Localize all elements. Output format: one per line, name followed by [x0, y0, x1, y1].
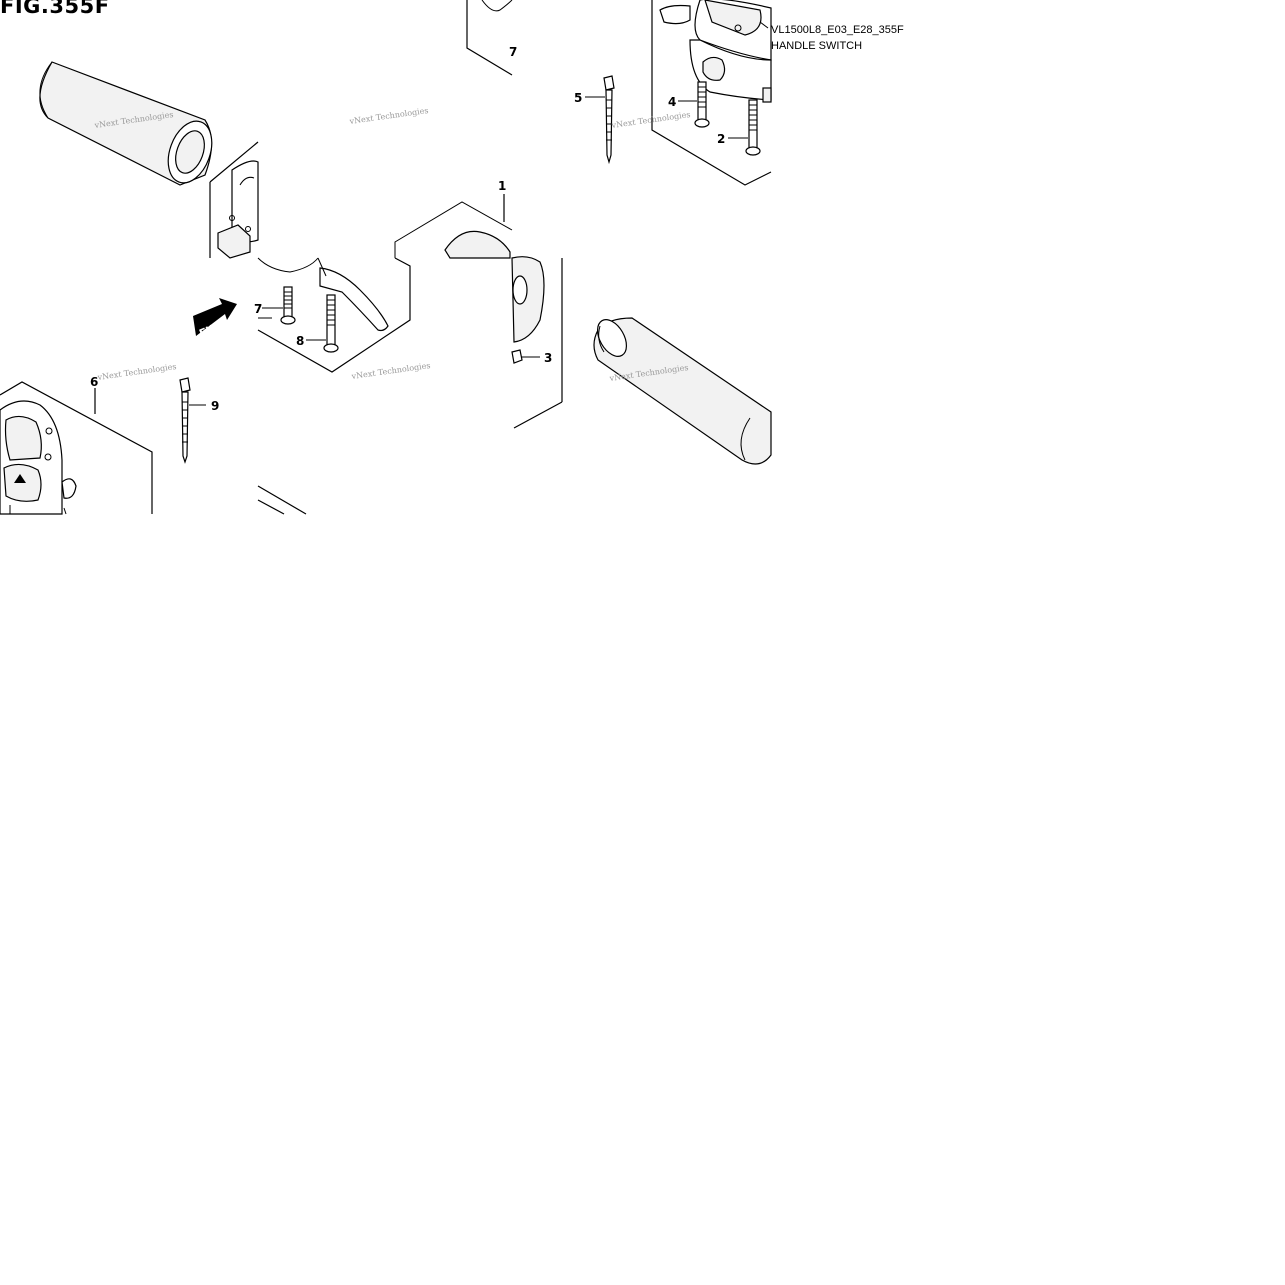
figure-name: HANDLE SWITCH — [771, 40, 863, 52]
callout-6: 6 — [90, 375, 98, 389]
callout-3: 3 — [544, 351, 552, 365]
callout-7-upper: 7 — [509, 45, 517, 59]
watermark-3: vNext Technologies — [610, 110, 691, 130]
right-grip — [593, 317, 772, 465]
figure-code: VL1500L8_E03_E28_355F — [771, 24, 904, 36]
upper-left-panel — [466, 0, 513, 76]
screw-3 — [511, 349, 540, 364]
callouts: 1 2 3 4 5 6 7 7 8 9 — [90, 45, 725, 413]
bolt-2 — [728, 99, 761, 156]
watermark-4: vNext Technologies — [96, 362, 177, 382]
figure-caption: VL1500L8_E03_E28_355F HANDLE SWITCH — [771, 22, 904, 54]
right-clamp — [444, 194, 563, 429]
callout-4: 4 — [668, 95, 676, 109]
fwd-arrow: FWD — [193, 298, 237, 340]
watermark-5: vNext Technologies — [350, 361, 431, 381]
cable-tie-9 — [179, 377, 206, 464]
left-switch-housing — [0, 381, 153, 515]
cable-tie-5 — [585, 75, 615, 165]
callout-7-lower: 7 — [254, 302, 262, 316]
callout-5: 5 — [574, 91, 582, 105]
watermark-2: vNext Technologies — [348, 106, 429, 126]
right-switch-housing — [651, 0, 772, 186]
callout-1: 1 — [498, 179, 506, 193]
callout-2: 2 — [717, 132, 725, 146]
callout-8: 8 — [296, 334, 304, 348]
callout-9: 9 — [211, 399, 219, 413]
bolt-8 — [306, 294, 339, 353]
left-lever-housing — [209, 141, 513, 373]
bolt-7 — [262, 286, 296, 325]
bolt-4 — [678, 81, 710, 128]
left-grip — [39, 61, 213, 186]
figure-title: FIG.355F — [0, 0, 110, 18]
